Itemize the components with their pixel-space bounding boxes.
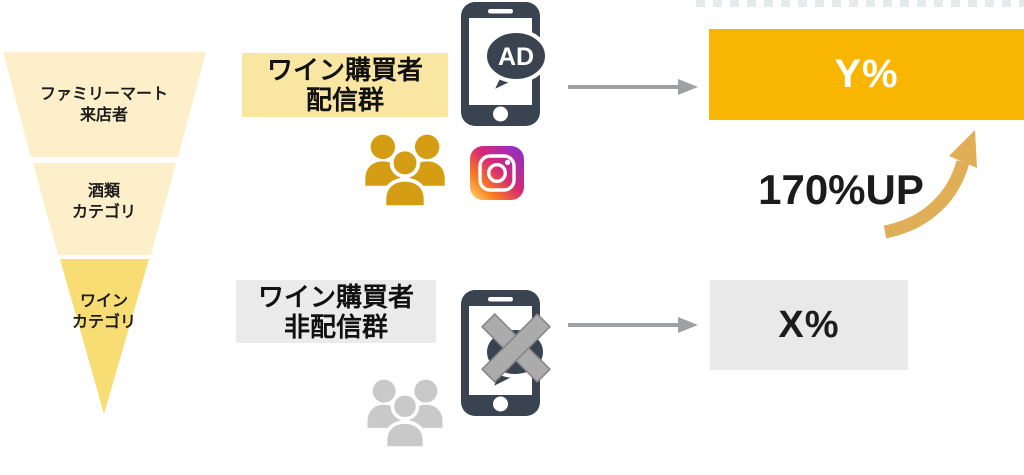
funnel-level-famima-shape: [3, 52, 206, 157]
funnel-level-alcohol-shape: [33, 163, 176, 255]
funnel-label-line: ワイン: [79, 293, 128, 310]
arrow-head: [678, 317, 698, 333]
delivered-group-label: ワイン購買者 配信群: [242, 53, 448, 117]
phone-speaker: [488, 9, 513, 14]
funnel-level-wine-shape: [60, 259, 149, 414]
control-group-label-line: 非配信群: [283, 311, 388, 342]
x-mark: [480, 312, 552, 384]
funnel-level-famima-label: ファミリーマート 来店者: [19, 84, 189, 126]
funnel-label-line: ファミリーマート: [39, 86, 168, 103]
instagram-lens: [487, 163, 508, 184]
phone-home-button: [493, 396, 508, 412]
delivered-group-label-line: ワイン購買者: [266, 55, 423, 85]
delivered-result-box: Y%: [709, 29, 1024, 120]
right-arrow-icon: [568, 317, 698, 333]
arrow-head: [678, 79, 698, 95]
delivered-group-label-line: 配信群: [305, 85, 384, 115]
instagram-camera-outline: [478, 154, 516, 192]
instagram-flash-dot: [505, 159, 511, 165]
control-group-label: ワイン購買者 非配信群: [236, 280, 436, 343]
ad-bubble-label: AD: [498, 43, 534, 71]
right-arrow-icon: [568, 79, 698, 95]
front-person: [382, 147, 428, 208]
smartphone-ad-icon: AD: [461, 2, 549, 126]
control-result-value: X%: [778, 303, 840, 346]
people-group-icon-gold: [365, 134, 445, 208]
smartphone-ad-blocked-icon: [461, 290, 552, 416]
x-bar: [480, 312, 552, 384]
people-group-icon-gray: [367, 379, 443, 448]
funnel-level-wine-label: ワイン カテゴリ: [19, 291, 189, 333]
funnel-label-line: カテゴリ: [71, 314, 136, 331]
swoosh-shaft: [883, 160, 970, 239]
control-group-label-line: ワイン購買者: [257, 281, 414, 312]
phone-home-button: [493, 106, 508, 122]
funnel-label-line: 酒類: [87, 183, 120, 200]
back-people: [365, 134, 445, 186]
delivered-result-value: Y%: [834, 52, 899, 96]
control-result-box: X%: [710, 280, 908, 370]
phone-speaker: [488, 297, 513, 302]
funnel-label-line: カテゴリ: [71, 204, 136, 221]
upward-swoosh-arrow-icon: [883, 130, 977, 239]
ad-bubble: [483, 29, 549, 83]
instagram-icon: [470, 146, 524, 200]
funnel-label-line: 来店者: [79, 107, 128, 124]
lift-label: 170%UP: [758, 166, 924, 213]
audience-funnel: [3, 52, 206, 414]
funnel-level-alcohol-label: 酒類 カテゴリ: [19, 181, 189, 223]
instagram-tile: [470, 146, 524, 200]
cropped-text-remnant: [696, 0, 1024, 7]
front-person: [383, 391, 427, 448]
swoosh-head: [949, 130, 977, 168]
